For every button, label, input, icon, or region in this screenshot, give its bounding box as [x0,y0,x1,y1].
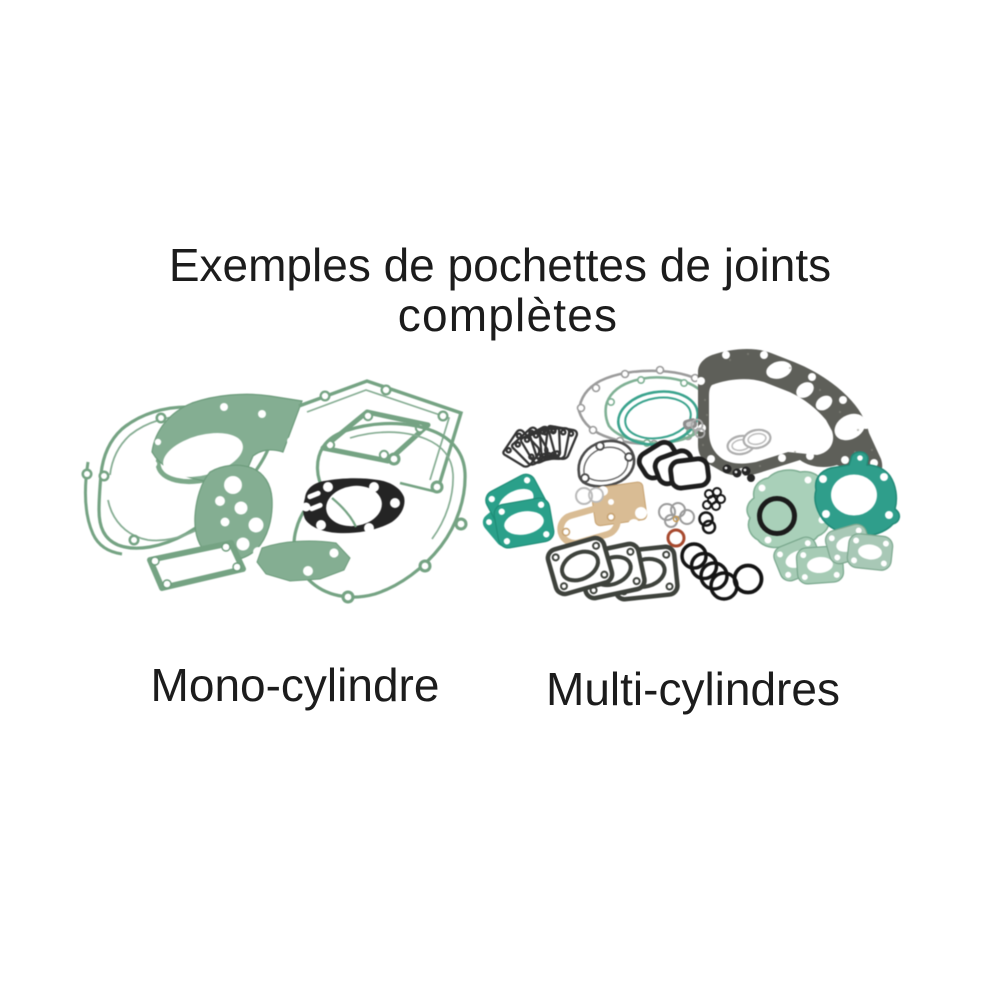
svg-text:Mono-cylindre: Mono-cylindre [151,659,440,711]
svg-text:complètes: complètes [398,289,618,341]
svg-text:Exemples de pochettes de joint: Exemples de pochettes de joints [169,239,831,291]
svg-text:Multi-cylindres: Multi-cylindres [546,663,840,715]
